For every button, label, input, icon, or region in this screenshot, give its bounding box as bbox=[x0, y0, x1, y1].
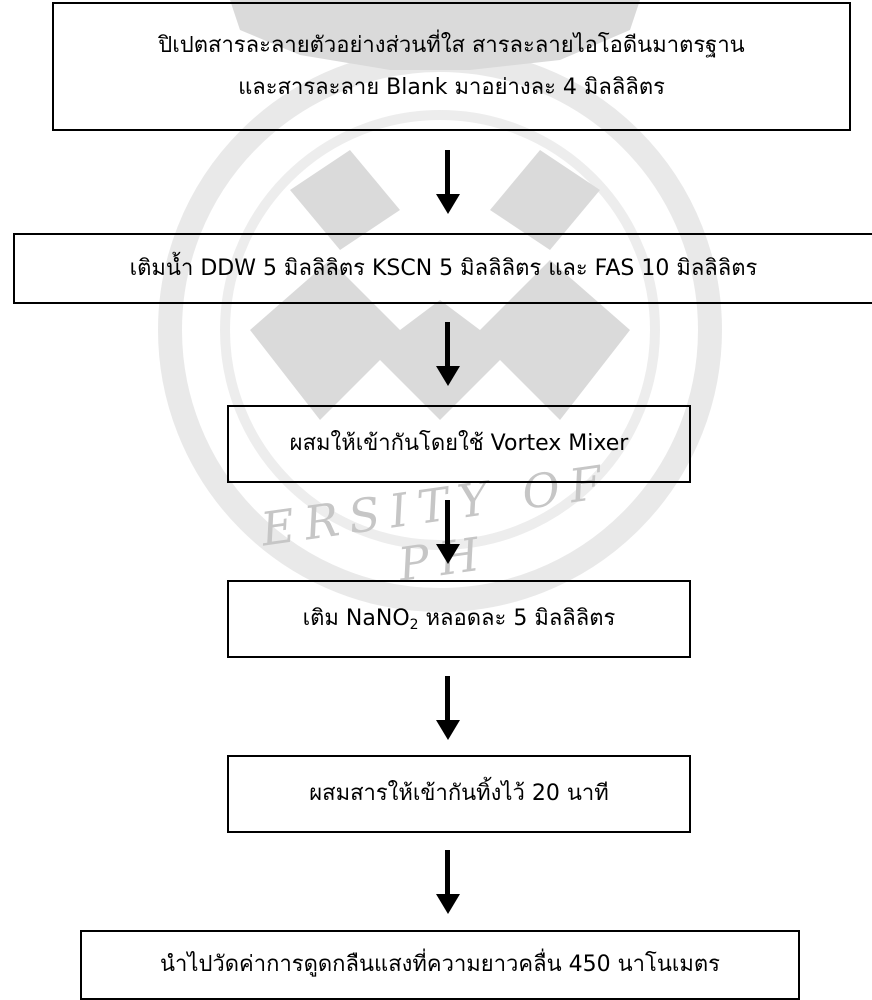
step-1-box: ปิเปตสารละลายตัวอย่างส่วนที่ใส สารละลายไ… bbox=[52, 2, 851, 131]
step-2-box: เติมน้ำ DDW 5 มิลลิลิตร KSCN 5 มิลลิลิตร… bbox=[13, 233, 872, 304]
step-1-line-1: ปิเปตสารละลายตัวอย่างส่วนที่ใส สารละลายไ… bbox=[158, 32, 745, 58]
arrow-2 bbox=[436, 322, 460, 386]
step-6-box: นำไปวัดค่าการดูดกลืนแสงที่ความยาวคลื่น 4… bbox=[80, 930, 800, 1000]
arrow-shaft bbox=[445, 150, 450, 196]
arrow-head-icon bbox=[436, 544, 460, 564]
step-1-line-2: และสารละลาย Blank มาอย่างละ 4 มิลลิลิตร bbox=[238, 74, 665, 100]
arrow-head-icon bbox=[436, 366, 460, 386]
arrow-4 bbox=[436, 676, 460, 740]
arrow-head-icon bbox=[436, 894, 460, 914]
step-4-box: เติม NaNO2 หลอดละ 5 มิลลิลิตร bbox=[227, 580, 691, 658]
arrow-head-icon bbox=[436, 194, 460, 214]
arrow-1 bbox=[436, 150, 460, 214]
step-6-text: นำไปวัดค่าการดูดกลืนแสงที่ความยาวคลื่น 4… bbox=[159, 952, 720, 978]
subscript-2: 2 bbox=[409, 617, 419, 634]
arrow-5 bbox=[436, 850, 460, 914]
step-4-text: เติม NaNO2 หลอดละ 5 มิลลิลิตร bbox=[302, 606, 616, 634]
arrow-shaft bbox=[445, 322, 450, 368]
arrow-head-icon bbox=[436, 720, 460, 740]
step-3-text: ผสมให้เข้ากันโดยใช้ Vortex Mixer bbox=[289, 431, 629, 457]
step-3-box: ผสมให้เข้ากันโดยใช้ Vortex Mixer bbox=[227, 405, 691, 483]
arrow-shaft bbox=[445, 676, 450, 722]
arrow-shaft bbox=[445, 850, 450, 896]
step-5-box: ผสมสารให้เข้ากันทิ้งไว้ 20 นาที bbox=[227, 755, 691, 833]
arrow-shaft bbox=[445, 500, 450, 546]
arrow-3 bbox=[436, 500, 460, 564]
step-2-text: เติมน้ำ DDW 5 มิลลิลิตร KSCN 5 มิลลิลิตร… bbox=[129, 255, 758, 281]
step-5-text: ผสมสารให้เข้ากันทิ้งไว้ 20 นาที bbox=[309, 781, 609, 807]
